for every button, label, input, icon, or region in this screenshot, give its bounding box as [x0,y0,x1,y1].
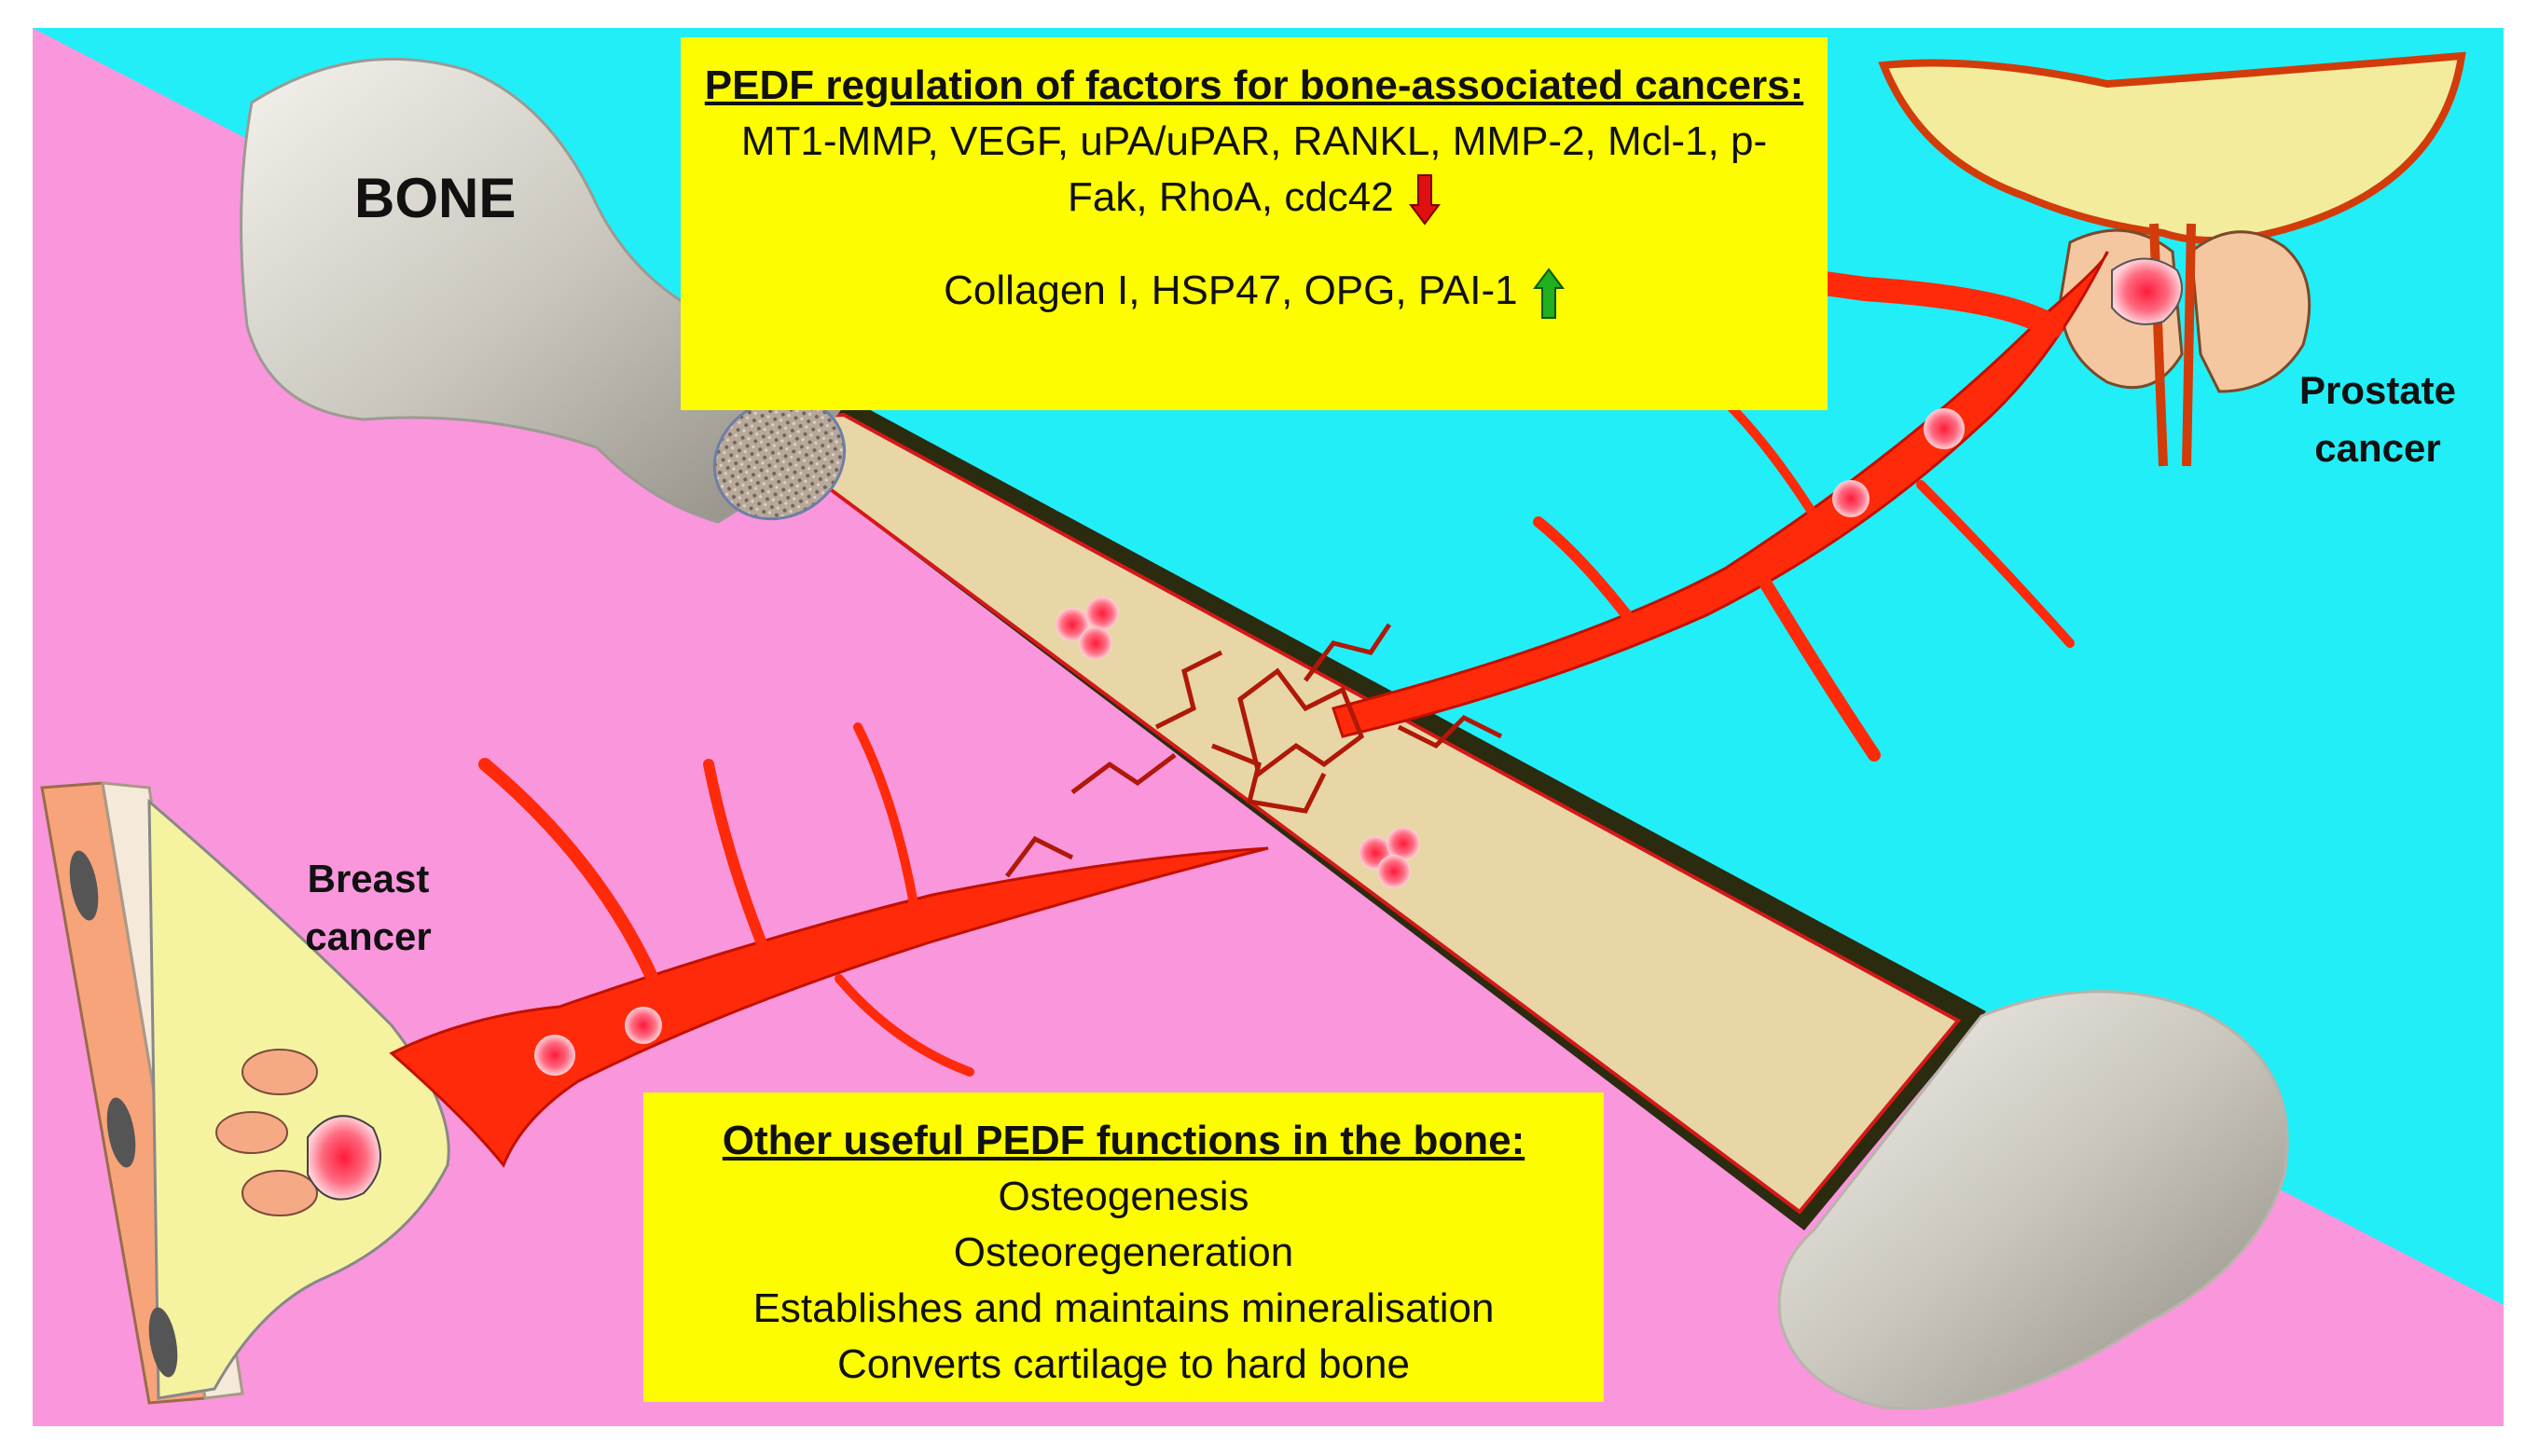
function-item: Converts cartilage to hard bone [837,1341,1410,1387]
breast-label-line2: cancer [305,914,432,958]
pedf-functions-title: Other useful PEDF functions in the bone: [722,1118,1525,1163]
capillary-network [1005,623,1503,878]
breast-cancer-label: Breast cancer [261,850,476,966]
breast-blood-vessel [389,722,1269,1168]
tumor-cells [534,408,1965,1076]
downregulated-factors-line2: Fak, RhoA, cdc42 [681,170,1828,227]
prostate-illustration [1878,51,2466,467]
breast-illustration [40,781,450,1405]
bone-label: BONE [354,167,517,229]
downregulated-factors-line1: MT1-MMP, VEGF, uPA/uPAR, RANKL, MMP-2, M… [740,118,1768,164]
prostate-label-line1: Prostate [2298,368,2457,412]
function-item: Osteogenesis [998,1174,1249,1219]
prostate-cancer-label: Prostate cancer [2266,362,2490,477]
function-item: Establishes and maintains mineralisation [752,1285,1495,1331]
pedf-regulation-box: PEDF regulation of factors for bone-asso… [681,37,1828,410]
up-arrow-icon [1532,268,1565,319]
downregulated-factors-text: Fak, RhoA, cdc42 [1068,174,1394,220]
prostate-label-line2: cancer [2314,426,2441,470]
breast-label-line1: Breast [307,857,430,900]
pedf-functions-box: Other useful PEDF functions in the bone:… [643,1092,1604,1402]
down-arrow-icon [1408,174,1441,227]
upregulated-factors-line: Collagen I, HSP47, OPG, PAI-1 [681,263,1828,319]
upregulated-factors-text: Collagen I, HSP47, OPG, PAI-1 [944,268,1518,314]
function-item: Osteoregeneration [953,1229,1294,1275]
pedf-regulation-title: PEDF regulation of factors for bone-asso… [704,62,1804,108]
bone-head-bottom [1777,990,2289,1410]
